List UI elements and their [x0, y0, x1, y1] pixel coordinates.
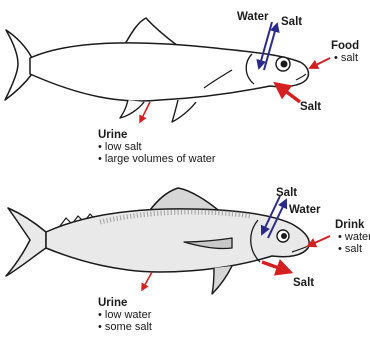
- sw-drink-item-2: • salt: [338, 243, 362, 255]
- saltwater-fish-pelvic-fin: [212, 266, 232, 294]
- fw-urine-label: Urine: [98, 129, 127, 141]
- freshwater-fish-tail: [5, 30, 32, 100]
- fw-salt-label: Salt: [281, 16, 302, 28]
- fw-salt-out-label: Salt: [300, 101, 321, 113]
- saltwater-fish: [6, 188, 309, 294]
- sw-urine-arrow: [142, 272, 152, 290]
- freshwater-fish: [5, 18, 308, 122]
- freshwater-fish-body: [30, 43, 308, 101]
- sw-water-label: Water: [289, 204, 321, 216]
- sw-salt-excrete-arrow: [262, 262, 290, 272]
- sw-salt-label: Salt: [276, 187, 297, 199]
- fw-urine-item-1: • low salt: [98, 141, 142, 153]
- fw-food-label: Food: [331, 40, 359, 52]
- fw-food-item: • salt: [334, 52, 358, 64]
- freshwater-fish-anal-fin: [120, 100, 144, 118]
- sw-drink-arrow: [308, 236, 330, 246]
- fw-urine-item-2: • large volumes of water: [98, 153, 216, 165]
- sw-salt-out-label: Salt: [293, 277, 314, 289]
- freshwater-fish-pelvic-fin: [172, 100, 196, 122]
- saltwater-fish-tail: [6, 208, 46, 276]
- freshwater-fish-dorsal-fin: [125, 18, 178, 46]
- sw-urine-label: Urine: [98, 297, 127, 309]
- sw-urine-item-2: • some salt: [98, 321, 152, 333]
- sw-drink-label: Drink: [335, 219, 365, 231]
- sw-drink-item-1: • water: [338, 231, 370, 243]
- fw-water-label: Water: [237, 11, 269, 23]
- saltwater-fish-dorsal-fin: [150, 188, 218, 210]
- sw-urine-item-1: • low water: [98, 309, 152, 321]
- fw-food-arrow: [310, 58, 330, 68]
